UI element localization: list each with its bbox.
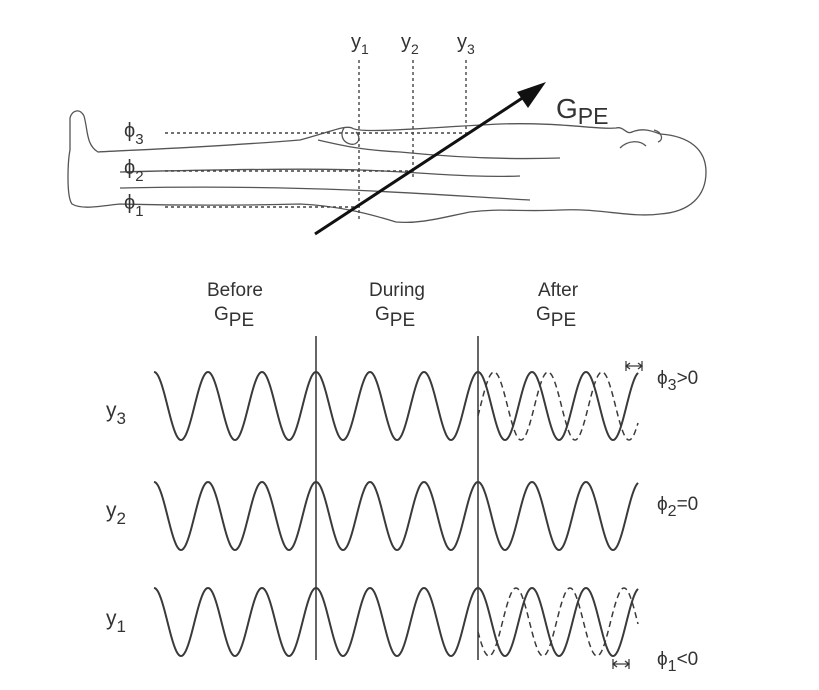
gradient-arrow-shaft [314, 91, 531, 236]
phi3-label: ϕ3 [124, 120, 144, 148]
column-header-after: After [538, 280, 579, 301]
phi2-label: ϕ2 [124, 157, 144, 185]
gradient-label: GPE [556, 93, 608, 129]
waveform-y3-shifted [477, 371, 639, 441]
y3-position-label: y3 [457, 31, 475, 57]
leg-contour [119, 186, 531, 201]
waveform-y1-shifted [477, 587, 639, 657]
phase-shift-marker-y3 [625, 361, 643, 371]
column-header-during-gradient: GPE [375, 304, 415, 331]
body-section: y1 y2 y3 ϕ3 ϕ2 ϕ1 GPE [67, 31, 707, 236]
body-outline [67, 110, 707, 224]
torso-contour [119, 168, 521, 178]
arm-contour [317, 139, 561, 160]
hand-contour [341, 127, 360, 145]
phi1-label: ϕ1 [124, 192, 144, 220]
waveform-y1 [153, 586, 639, 658]
waveform-y3 [153, 370, 639, 442]
column-header-before: Before [207, 280, 263, 301]
column-header-before-gradient: GPE [214, 304, 254, 331]
phase-shift-marker-y1 [612, 659, 630, 669]
column-header-during: During [369, 280, 425, 301]
head-detail [619, 129, 663, 149]
gradient-arrow-head [517, 82, 546, 108]
waveform-y2 [153, 480, 639, 552]
column-header-after-gradient: GPE [536, 304, 576, 331]
phase-annotation-phi2: ϕ2=0 [657, 494, 698, 520]
row-label-y2: y2 [106, 499, 126, 528]
row-label-y3: y3 [106, 399, 126, 428]
phase-annotation-phi3: ϕ3>0 [657, 368, 698, 394]
row-label-y1: y1 [106, 607, 126, 636]
waveform-section: Before GPE During GPE After GPE y3 y2 y1 [106, 280, 698, 675]
y2-position-label: y2 [401, 31, 419, 57]
y1-position-label: y1 [351, 31, 369, 57]
phase-annotation-phi1: ϕ1<0 [657, 649, 698, 675]
